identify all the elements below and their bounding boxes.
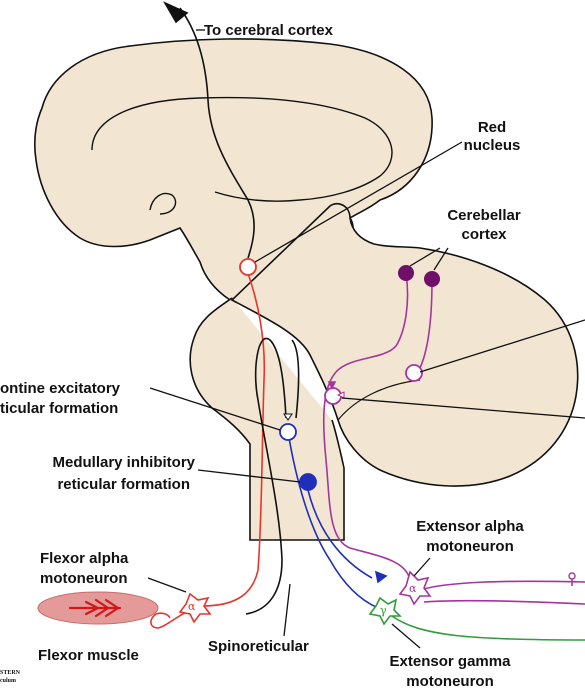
- arrowhead-cortex: [165, 3, 187, 22]
- deep-nucleus-neuron: [406, 365, 422, 381]
- label-pontine-line1: ontine excitatory: [0, 380, 121, 397]
- logo-line1: STERN: [0, 670, 21, 676]
- label-to-cerebral-cortex: To cerebral cortex: [204, 22, 334, 39]
- label-red-nucleus-line1: Red: [478, 119, 506, 136]
- label-flexor-alpha-line2: motoneuron: [40, 570, 128, 587]
- extensor-alpha-symbol: α: [409, 582, 417, 595]
- label-flexor-muscle: Flexor muscle: [38, 647, 139, 664]
- label-cerebellar-cortex-line1: Cerebellar: [447, 207, 521, 224]
- flexor-alpha-motoneuron: α: [180, 594, 210, 622]
- extensor-gamma-motoneuron: γ: [370, 598, 400, 624]
- label-medullary-line2: reticular formation: [57, 476, 190, 493]
- purkinje-neuron-1: [398, 265, 414, 281]
- flexor-muscle: [38, 592, 158, 624]
- pontine-reticular-neuron: [280, 424, 296, 440]
- label-extensor-gamma-line2: motoneuron: [406, 673, 494, 690]
- label-medullary-line1: Medullary inhibitory: [52, 454, 195, 471]
- label-extensor-gamma-line1: Extensor gamma: [390, 653, 512, 670]
- red-nucleus-neuron: [240, 259, 256, 275]
- label-spinoreticular: Spinoreticular: [208, 638, 309, 655]
- rubrospinal-pathway: [151, 259, 264, 628]
- label-red-nucleus-line2: nucleus: [464, 137, 521, 154]
- logo-line2: culum: [0, 678, 16, 684]
- label-flexor-alpha-line1: Flexor alpha: [40, 550, 129, 567]
- medullary-reticular-neuron: [300, 474, 316, 490]
- vestibular-neuron: [325, 388, 341, 404]
- purkinje-neuron-2: [424, 271, 440, 287]
- extensor-gamma-symbol: γ: [380, 604, 387, 617]
- label-cerebellar-cortex-line2: cortex: [461, 226, 507, 243]
- label-extensor-alpha-line1: Extensor alpha: [416, 518, 524, 535]
- flexor-alpha-symbol: α: [188, 600, 196, 613]
- label-pontine-line2: ticular formation: [0, 400, 118, 417]
- gamma-efferent: [392, 616, 585, 640]
- label-extensor-alpha-line2: motoneuron: [426, 538, 514, 555]
